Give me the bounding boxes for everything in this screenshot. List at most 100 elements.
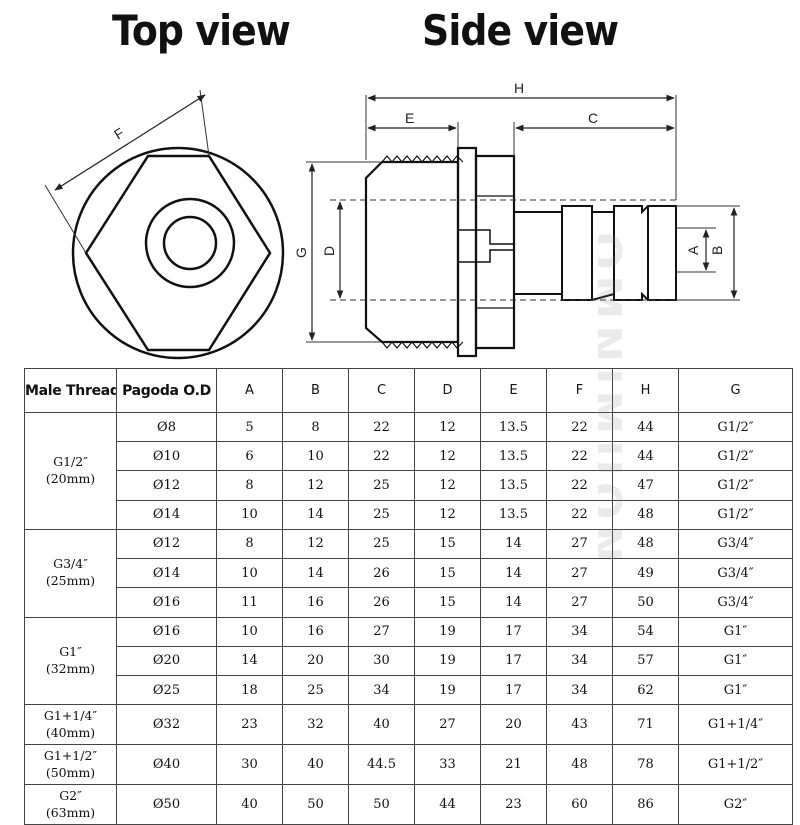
table-cell: G1+1/4″ [678, 704, 793, 746]
table-cell: 17 [480, 674, 547, 706]
table-cell: 43 [546, 704, 613, 746]
table-cell: 78 [612, 744, 679, 786]
male-thread-cell: G1″ (32mm) [24, 616, 117, 706]
table-cell: 23 [216, 704, 283, 746]
table-cell: G1/2″ [678, 441, 793, 472]
table-cell: 40 [348, 704, 415, 746]
table-cell: 48 [612, 499, 679, 530]
table-cell: 34 [348, 674, 415, 706]
table-cell: 48 [546, 744, 613, 786]
table-cell: 60 [546, 784, 613, 825]
table-cell: 34 [546, 616, 613, 647]
technical-drawing: F H E [44, 80, 740, 360]
table-cell: 13.5 [480, 499, 547, 530]
table-cell: 10 [216, 558, 283, 589]
table-cell: G3/4″ [678, 558, 793, 589]
table-cell: 10 [282, 441, 349, 472]
table-cell: G1+1/2″ [678, 744, 793, 786]
inner-bore-top [458, 229, 514, 245]
table-cell: G3/4″ [678, 528, 793, 560]
table-cell: 11 [216, 587, 283, 618]
dim-label-c: C [588, 110, 598, 126]
table-cell: 47 [612, 470, 679, 501]
top-view-drawing: F [44, 89, 285, 360]
threaded-body [364, 160, 460, 344]
table-cell: 22 [348, 441, 415, 472]
table-cell: G1″ [678, 616, 793, 647]
table-cell: 8 [216, 470, 283, 501]
table-cell: 20 [282, 645, 349, 676]
column-header-7: F [546, 368, 613, 413]
column-header-1: Pagoda O.D [116, 368, 217, 413]
table-cell: 86 [612, 784, 679, 825]
table-cell: 8 [216, 528, 283, 560]
table-cell: Ø12 [116, 528, 217, 560]
table-cell: 6 [216, 441, 283, 472]
table-cell: 27 [546, 587, 613, 618]
table-cell: 26 [348, 587, 415, 618]
table-cell: 22 [348, 411, 415, 443]
dim-label-f: F [111, 124, 127, 142]
table-cell: 26 [348, 558, 415, 589]
table-cell: 44 [414, 784, 481, 825]
table-cell: 22 [546, 411, 613, 443]
table-cell: Ø32 [116, 704, 217, 746]
table-cell: 14 [216, 645, 283, 676]
table-cell: 27 [348, 616, 415, 647]
table-cell: Ø25 [116, 674, 217, 706]
table-cell: 19 [414, 674, 481, 706]
table-cell: 14 [480, 558, 547, 589]
table-cell: 14 [282, 499, 349, 530]
table-cell: 33 [414, 744, 481, 786]
table-cell: Ø10 [116, 441, 217, 472]
table-cell: 40 [216, 784, 283, 825]
table-cell: Ø16 [116, 616, 217, 647]
table-cell: Ø12 [116, 470, 217, 501]
male-thread-cell: G1/2″ (20mm) [24, 412, 117, 530]
dim-label-e: E [405, 110, 414, 126]
table-cell: G1″ [678, 645, 793, 676]
table-cell: Ø14 [116, 558, 217, 589]
table-cell: Ø50 [116, 784, 217, 825]
table-cell: 57 [612, 645, 679, 676]
column-header-9: G [678, 368, 793, 413]
table-cell: G1/2″ [678, 411, 793, 443]
table-cell: 13.5 [480, 411, 547, 443]
table-cell: 25 [348, 499, 415, 530]
table-cell: 10 [216, 499, 283, 530]
table-cell: G1/2″ [678, 499, 793, 530]
table-cell: 44.5 [348, 744, 415, 786]
f-dimension-line [54, 94, 206, 191]
table-cell: 21 [480, 744, 547, 786]
table-cell: 15 [414, 528, 481, 560]
table-cell: 22 [546, 470, 613, 501]
dim-label-d: D [321, 246, 337, 256]
table-cell: Ø20 [116, 645, 217, 676]
thread-teeth [381, 155, 464, 349]
column-header-8: H [612, 368, 679, 413]
table-cell: 49 [612, 558, 679, 589]
table-cell: 30 [348, 645, 415, 676]
table-cell: 12 [414, 441, 481, 472]
table-cell: 30 [216, 744, 283, 786]
table-cell: G1/2″ [678, 470, 793, 501]
table-cell: Ø40 [116, 744, 217, 786]
f-extension-line [44, 184, 87, 254]
table-cell: 25 [282, 674, 349, 706]
dim-label-g: G [293, 247, 309, 258]
table-cell: 25 [348, 528, 415, 560]
table-cell: 14 [480, 528, 547, 560]
table-cell: 16 [282, 587, 349, 618]
table-cell: 8 [282, 411, 349, 443]
table-cell: 50 [282, 784, 349, 825]
side-view-drawing: H E C G D A B [293, 80, 740, 358]
table-cell: 10 [216, 616, 283, 647]
table-cell: 54 [612, 616, 679, 647]
